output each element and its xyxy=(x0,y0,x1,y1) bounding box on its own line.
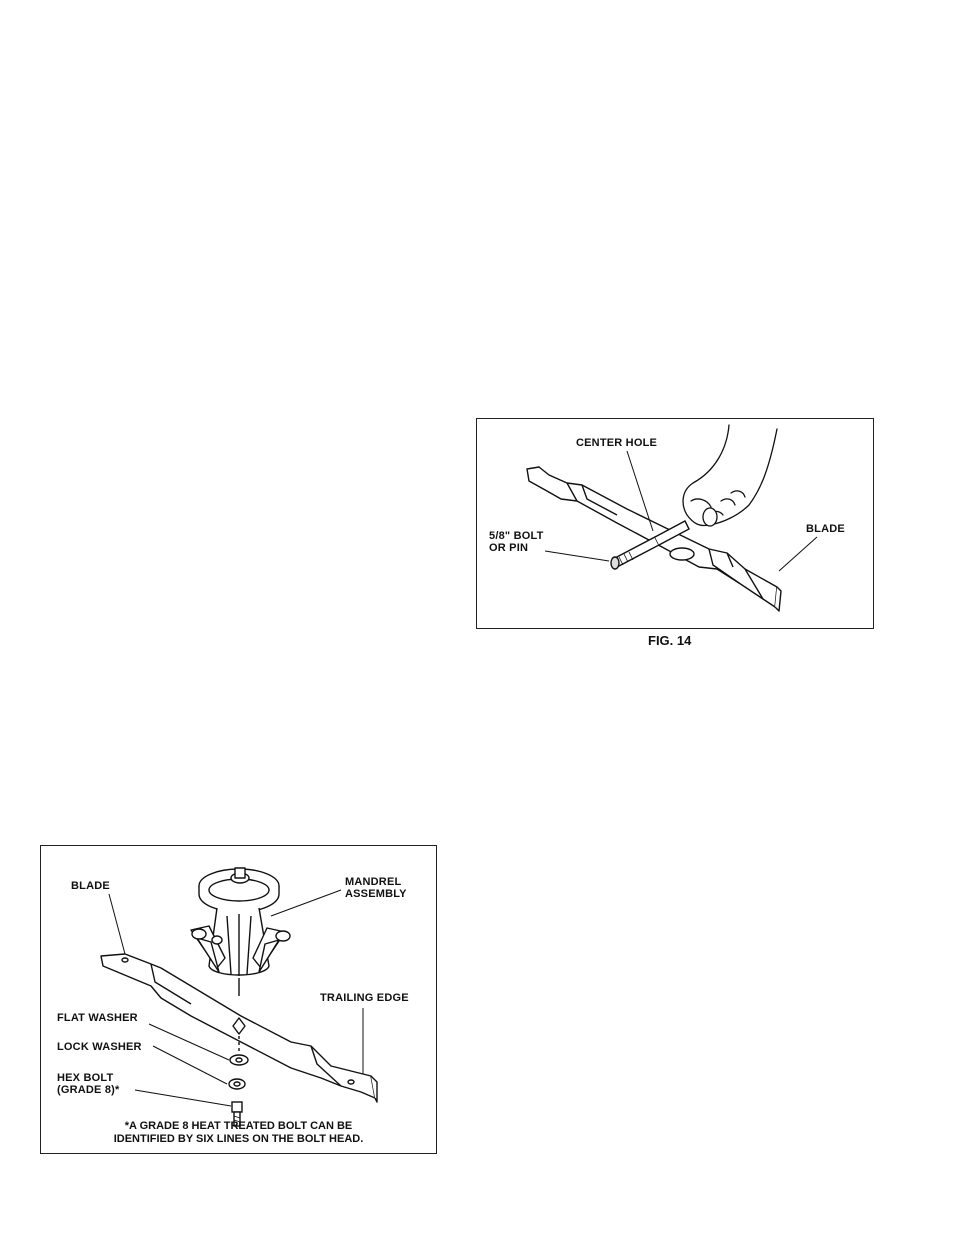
label-bolt-line1: 5/8" BOLT xyxy=(489,531,544,542)
label-trailing-edge: TRAILING EDGE xyxy=(320,993,409,1004)
fig14-frame: CENTER HOLE 5/8" BOLT OR PIN BLADE xyxy=(476,418,874,629)
label-mandrel-line2: ASSEMBLY xyxy=(345,889,407,900)
hardware-drawing xyxy=(229,1036,248,1126)
note-line1: *A GRADE 8 HEAT TREATED BOLT CAN BE xyxy=(41,1120,436,1133)
fig15-frame: BLADE MANDREL ASSEMBLY TRAILING EDGE FLA… xyxy=(40,845,437,1154)
note-line2: IDENTIFIED BY SIX LINES ON THE BOLT HEAD… xyxy=(41,1133,436,1146)
label-bolt-line2: OR PIN xyxy=(489,543,528,554)
mandrel-drawing xyxy=(191,868,290,996)
label-lock-washer: LOCK WASHER xyxy=(57,1042,142,1053)
label-hex-bolt-line1: HEX BOLT xyxy=(57,1073,113,1084)
label-center-hole: CENTER HOLE xyxy=(576,438,657,449)
label-blade: BLADE xyxy=(71,881,110,892)
label-mandrel-line1: MANDREL xyxy=(345,877,401,888)
label-flat-washer: FLAT WASHER xyxy=(57,1013,138,1024)
label-hex-bolt-line2: (GRADE 8)* xyxy=(57,1085,120,1096)
hand-drawing xyxy=(683,425,777,526)
fig14-caption: FIG. 14 xyxy=(648,633,691,648)
label-blade: BLADE xyxy=(806,524,845,535)
